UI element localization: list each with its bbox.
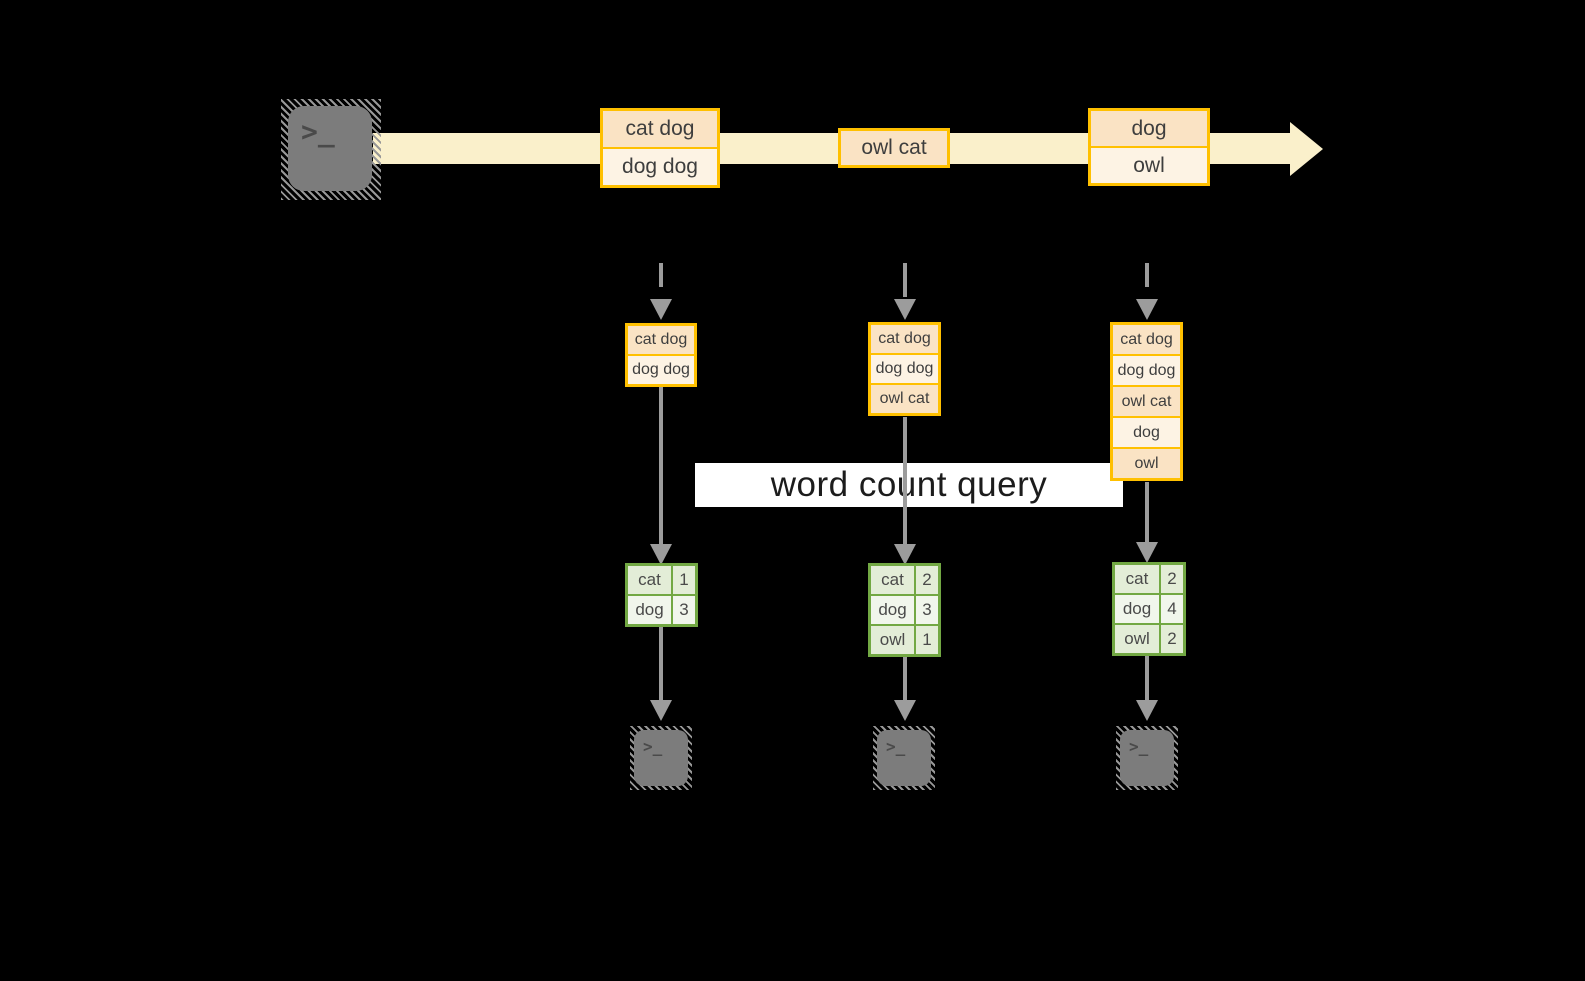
source-terminal-icon: >_ bbox=[281, 99, 381, 200]
buffer-row: owl bbox=[1113, 449, 1180, 478]
count-cell: 4 bbox=[1161, 595, 1183, 623]
terminal-screen: >_ bbox=[634, 730, 688, 786]
query-arrow-line-2 bbox=[903, 417, 907, 545]
buffer-row: dog dog bbox=[871, 355, 938, 383]
feed-arrow-head-1 bbox=[650, 299, 672, 320]
stream-event-row: owl cat bbox=[841, 131, 947, 165]
word-cell: owl bbox=[1115, 625, 1159, 653]
word-cell: cat bbox=[871, 566, 914, 594]
sink-arrow-head-1 bbox=[650, 700, 672, 721]
count-cell: 1 bbox=[673, 566, 695, 594]
stream-timeline-arrow-head bbox=[1290, 122, 1323, 176]
terminal-prompt-icon: >_ bbox=[886, 737, 906, 756]
feed-arrow-line-1 bbox=[659, 263, 663, 287]
micro-batch-box-2: cat dog dog dog owl cat bbox=[868, 322, 941, 416]
buffer-row: cat dog bbox=[628, 326, 694, 354]
word-cell: cat bbox=[1115, 565, 1159, 593]
stream-event-row: owl bbox=[1091, 148, 1207, 183]
count-cell: 2 bbox=[1161, 565, 1183, 593]
sink-terminal-icon-2: >_ bbox=[873, 726, 935, 790]
query-arrow-head-1 bbox=[650, 544, 672, 565]
buffer-row: cat dog bbox=[871, 325, 938, 353]
feed-arrow-line-2 bbox=[903, 263, 907, 297]
count-cell: 3 bbox=[673, 596, 695, 624]
feed-arrow-head-2 bbox=[894, 299, 916, 320]
count-cell: 1 bbox=[916, 626, 938, 654]
stream-event-box-1: cat dog dog dog bbox=[600, 108, 720, 188]
stream-event-row: dog bbox=[1091, 111, 1207, 146]
word-cell: dog bbox=[871, 596, 914, 624]
word-count-table-1: cat 1 dog 3 bbox=[625, 563, 698, 627]
buffer-row: cat dog bbox=[1113, 325, 1180, 354]
word-count-table-3: cat 2 dog 4 owl 2 bbox=[1112, 562, 1186, 656]
sink-terminal-icon-3: >_ bbox=[1116, 726, 1178, 790]
count-cell: 3 bbox=[916, 596, 938, 624]
sink-arrow-line-3 bbox=[1145, 656, 1149, 701]
word-count-table-2: cat 2 dog 3 owl 1 bbox=[868, 563, 941, 657]
sink-terminal-icon-1: >_ bbox=[630, 726, 692, 790]
count-cell: 2 bbox=[1161, 625, 1183, 653]
buffer-row: dog bbox=[1113, 418, 1180, 447]
stream-event-row: cat dog bbox=[603, 111, 717, 147]
word-cell: dog bbox=[1115, 595, 1159, 623]
sink-arrow-head-3 bbox=[1136, 700, 1158, 721]
terminal-screen: >_ bbox=[1120, 730, 1174, 786]
terminal-prompt-icon: >_ bbox=[1129, 737, 1149, 756]
stream-event-box-2: owl cat bbox=[838, 128, 950, 168]
terminal-prompt-icon: >_ bbox=[643, 737, 663, 756]
sink-arrow-line-2 bbox=[903, 657, 907, 701]
count-cell: 2 bbox=[916, 566, 938, 594]
terminal-prompt-icon: >_ bbox=[301, 115, 335, 148]
stream-event-row: dog dog bbox=[603, 149, 717, 185]
word-cell: owl bbox=[871, 626, 914, 654]
sink-arrow-head-2 bbox=[894, 700, 916, 721]
query-arrow-line-1 bbox=[659, 387, 663, 545]
micro-batch-box-1: cat dog dog dog bbox=[625, 323, 697, 387]
buffer-row: dog dog bbox=[1113, 356, 1180, 385]
feed-arrow-line-3 bbox=[1145, 263, 1149, 287]
sink-arrow-line-1 bbox=[659, 627, 663, 701]
terminal-screen: >_ bbox=[288, 106, 372, 191]
buffer-row: owl cat bbox=[1113, 387, 1180, 416]
word-cell: dog bbox=[628, 596, 671, 624]
word-cell: cat bbox=[628, 566, 671, 594]
query-arrow-line-3 bbox=[1145, 482, 1149, 543]
stream-event-box-3: dog owl bbox=[1088, 108, 1210, 186]
buffer-row: owl cat bbox=[871, 385, 938, 413]
word-count-query-label: word count query bbox=[695, 463, 1123, 507]
micro-batch-box-3: cat dog dog dog owl cat dog owl bbox=[1110, 322, 1183, 481]
feed-arrow-head-3 bbox=[1136, 299, 1158, 320]
query-arrow-head-2 bbox=[894, 544, 916, 565]
buffer-row: dog dog bbox=[628, 356, 694, 384]
query-arrow-head-3 bbox=[1136, 542, 1158, 563]
terminal-screen: >_ bbox=[877, 730, 931, 786]
